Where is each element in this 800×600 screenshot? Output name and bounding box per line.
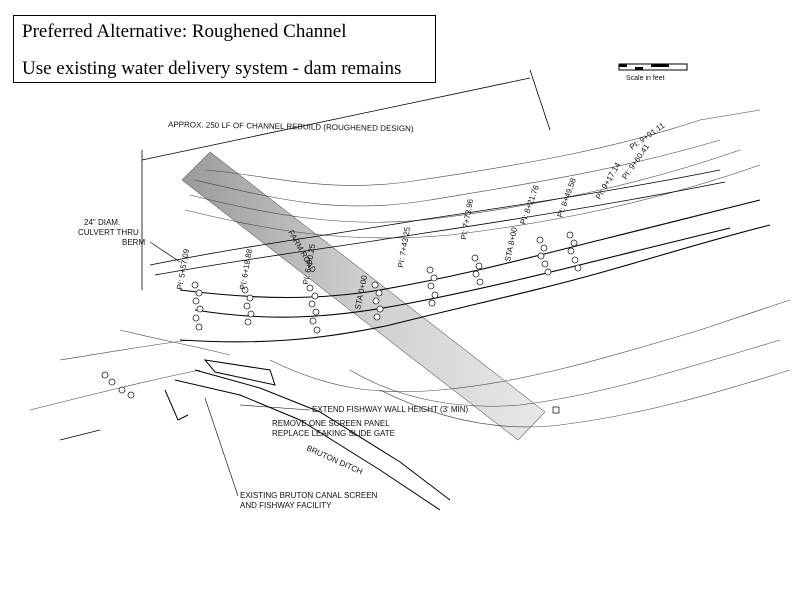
legend-title: Preferred Alternative: Roughened Channel	[22, 21, 347, 42]
edge-line	[59, 429, 101, 441]
station-label: PI: 9+17.14	[594, 160, 623, 201]
scale-bar: Scale in feet	[618, 63, 688, 82]
contour-lines	[29, 109, 791, 428]
station-label: PI: 7+43.25	[396, 226, 412, 269]
station-label: PI: 8+49.58	[555, 176, 578, 218]
existing-label-1: EXISTING BRUTON CANAL SCREEN	[240, 491, 378, 500]
extent-dimension	[141, 69, 551, 290]
bruton-canal	[164, 359, 451, 511]
scale-label: Scale in feet	[626, 75, 665, 82]
rock-stones	[101, 231, 582, 399]
screen-panel-label-1: REMOVE ONE SCREEN PANEL	[272, 419, 390, 428]
culvert-callout: 24" DIAM. CULVERT THRU BERM	[78, 218, 181, 263]
channel-banks	[179, 199, 771, 343]
channel-rebuild-label: APPROX. 250 LF OF CHANNEL REBUILD (ROUGH…	[168, 120, 414, 133]
legend-box: Preferred Alternative: Roughened Channel…	[13, 15, 436, 83]
legend-subtitle: Use existing water delivery system - dam…	[22, 58, 402, 79]
marker-square	[552, 406, 560, 414]
station-label: PI: 6+18.88	[238, 248, 254, 291]
fishway-wall-label: EXTEND FISHWAY WALL HEIGHT (3' MIN)	[312, 405, 469, 414]
culvert-label-2: CULVERT THRU	[78, 228, 139, 237]
culvert-label-1: 24" DIAM.	[84, 218, 120, 227]
sta-label-b: STA 8+00	[503, 226, 519, 262]
culvert-label-3: BERM	[122, 238, 145, 247]
screen-panel-label-2: REPLACE LEAKING SLIDE GATE	[272, 429, 395, 438]
channel-rebuild-band	[181, 151, 546, 441]
farm-road	[149, 169, 726, 276]
station-label: PI: 7+73.96	[459, 198, 475, 241]
existing-label-2: AND FISHWAY FACILITY	[240, 501, 332, 510]
bruton-ditch-label: BRUTON DITCH	[305, 444, 364, 477]
